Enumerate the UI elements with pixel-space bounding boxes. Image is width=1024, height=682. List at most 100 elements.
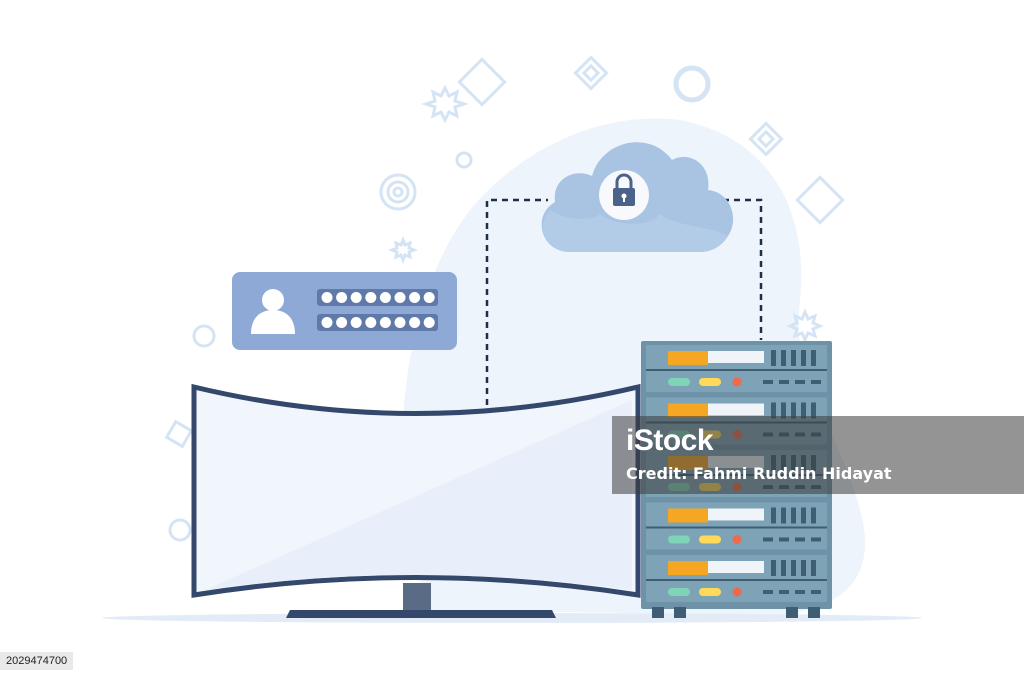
status-led-red — [732, 535, 742, 544]
vent-slot — [781, 350, 786, 366]
indicator-dash — [763, 537, 773, 542]
vent-slot — [791, 402, 796, 419]
password-dot — [379, 292, 391, 303]
password-dot — [336, 317, 348, 328]
login-card — [232, 272, 457, 350]
indicator-dash — [795, 380, 805, 384]
password-field — [317, 314, 438, 331]
monitor-base — [286, 610, 556, 618]
vent-slot — [811, 350, 816, 366]
diamond-deco — [581, 63, 601, 83]
diamond-deco — [795, 175, 845, 225]
indicator-dash — [811, 380, 821, 384]
dashed-line-right — [712, 198, 763, 340]
vent-slot — [771, 350, 776, 366]
drive-bay — [668, 561, 708, 575]
password-dot — [321, 317, 333, 328]
vent-slot — [771, 507, 776, 524]
vent-slot — [811, 402, 816, 419]
password-dot — [336, 292, 348, 303]
status-led-yellow — [699, 588, 721, 596]
diamond-deco — [756, 129, 776, 149]
vent-slot — [811, 507, 816, 524]
server-foot — [786, 607, 798, 618]
server-foot — [808, 607, 820, 618]
password-dot — [365, 292, 377, 303]
password-dot — [409, 292, 421, 303]
indicator-dash — [763, 380, 773, 384]
ring-deco — [455, 151, 473, 169]
password-dot — [365, 317, 377, 328]
drive-bay — [668, 351, 708, 365]
password-field — [317, 289, 438, 306]
vent-slot — [811, 560, 816, 576]
watermark-credit: Credit: Fahmi Ruddin Hidayat — [626, 464, 892, 483]
password-dot — [321, 292, 333, 303]
drive-label — [708, 561, 764, 573]
monitor-stand — [403, 583, 431, 610]
status-led-red — [732, 587, 742, 597]
server-unit — [646, 502, 827, 550]
ring-deco — [673, 65, 711, 103]
decorations — [164, 55, 845, 542]
status-led-red — [732, 377, 742, 387]
drive-label — [708, 403, 764, 416]
drive-label — [708, 351, 764, 363]
user-icon — [251, 289, 295, 334]
curved-monitor — [191, 383, 641, 618]
monitor-screen-sheen — [205, 400, 632, 590]
indicator-dash — [811, 537, 821, 542]
ring-deco — [392, 186, 404, 198]
server-foot — [652, 607, 664, 618]
password-dot — [394, 292, 406, 303]
diamond-deco — [164, 419, 194, 449]
vent-slot — [781, 560, 786, 576]
password-dot — [350, 292, 362, 303]
stock-id-label: 2029474700 — [0, 652, 74, 670]
vent-slot — [791, 507, 796, 524]
diamond-deco — [573, 55, 609, 91]
vent-slot — [781, 507, 786, 524]
vent-slot — [791, 350, 796, 366]
status-led-yellow — [699, 535, 721, 544]
password-dot — [394, 317, 406, 328]
vent-slot — [781, 402, 786, 419]
server-foot — [674, 607, 686, 618]
server-unit — [646, 345, 827, 392]
vent-slot — [791, 560, 796, 576]
vent-slot — [801, 560, 806, 576]
drive-bay — [668, 403, 708, 418]
ring-deco — [386, 180, 410, 204]
password-dot — [409, 317, 421, 328]
indicator-dash — [763, 590, 773, 594]
vent-slot — [801, 507, 806, 524]
lock-icon — [613, 173, 635, 206]
watermark-brand: iStock — [626, 424, 714, 457]
ring-deco — [168, 518, 192, 542]
status-led-green — [668, 588, 690, 596]
indicator-dash — [779, 380, 789, 384]
password-dot — [379, 317, 391, 328]
indicator-dash — [779, 590, 789, 594]
password-dot — [350, 317, 362, 328]
diamond-deco — [748, 121, 784, 157]
indicator-dash — [779, 537, 789, 542]
status-led-yellow — [699, 378, 721, 386]
drive-label — [708, 508, 764, 521]
indicator-dash — [795, 537, 805, 542]
password-dot — [423, 292, 435, 303]
password-dot — [423, 317, 435, 328]
sparkle-deco — [387, 235, 419, 265]
dashed-line-left — [485, 198, 548, 405]
cloud-icon — [541, 142, 734, 252]
connection-lines — [485, 198, 763, 405]
indicator-dash — [811, 590, 821, 594]
vent-slot — [801, 402, 806, 419]
drive-bay — [668, 508, 708, 523]
vent-slot — [771, 402, 776, 419]
status-led-green — [668, 535, 690, 544]
diamond-deco — [457, 57, 507, 107]
vent-slot — [801, 350, 806, 366]
sparkle-deco — [786, 308, 824, 344]
